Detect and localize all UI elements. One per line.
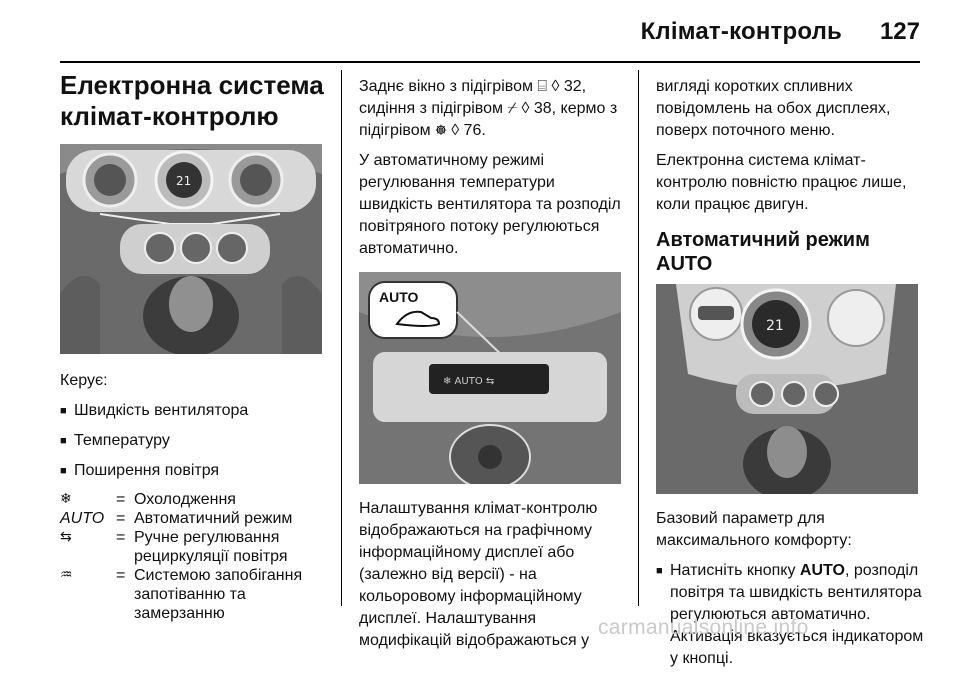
- legend-text: Охолодження: [134, 491, 236, 508]
- subsection-title: Автоматичний режим AUTO: [656, 229, 870, 275]
- legend-eq: =: [116, 510, 126, 527]
- list-item: Поширення повітря: [60, 460, 328, 482]
- legend-text: Системою запобігання запотіванню та заме…: [134, 567, 303, 622]
- rear-defrost-icon: ♒: [60, 567, 73, 583]
- auto-mode-paragraph: У автоматичному режимі регулювання темпе…: [359, 152, 621, 257]
- recirculation-icon: ⇆: [60, 529, 72, 545]
- snowflake-icon: ❄: [60, 491, 72, 507]
- section-title: Електронна система клімат-контролю: [60, 70, 328, 132]
- climate-display-photo: AUTO ❄ AUTO ⇆: [359, 272, 621, 484]
- auto-button-photo: 21: [656, 284, 918, 494]
- controls-label: Керує:: [60, 372, 108, 389]
- list-item: Швидкість вентилятора: [60, 400, 328, 422]
- header-rule: [60, 61, 920, 63]
- bullet-bold: AUTO: [799, 562, 845, 579]
- legend-row: ♒ = Системою запобігання запотіванню та …: [60, 566, 328, 623]
- page-title: Клімат-контроль: [640, 18, 842, 45]
- column-1: Електронна система клімат-контролю 21 Ке…: [60, 70, 328, 623]
- svg-text:21: 21: [176, 174, 191, 188]
- auto-instructions-list: Натисніть кнопку AUTO, розподіл повітря …: [656, 560, 926, 670]
- dashboard-controls-photo: 21: [60, 144, 322, 354]
- symbol-legend: ❄ = Охолодження AUTO = Автоматичний режи…: [60, 490, 328, 623]
- list-item: Натисніть кнопку AUTO, розподіл повітря …: [656, 560, 926, 670]
- legend-eq: =: [116, 491, 126, 508]
- bullet-suffix: , розподіл повітря та швидкість вентилят…: [670, 562, 924, 667]
- legend-row: ❄ = Охолодження: [60, 490, 328, 509]
- column-divider-1: [341, 70, 342, 606]
- svg-text:❄ AUTO ⇆: ❄ AUTO ⇆: [443, 376, 494, 387]
- section-title-line2: клімат-контролю: [60, 101, 279, 131]
- list-item: Температуру: [60, 430, 328, 452]
- section-title-line1: Електронна система: [60, 70, 324, 100]
- popup-paragraph: вигляді коротких спливних повідомлень на…: [656, 78, 891, 139]
- page-number: 127: [879, 18, 920, 45]
- display-settings-paragraph: Налаштування клімат-контролю відображают…: [359, 500, 598, 649]
- auto-icon: AUTO: [60, 510, 105, 527]
- svg-text:21: 21: [766, 318, 784, 334]
- legend-row: AUTO = Автоматичний режим: [60, 509, 328, 528]
- column-3: вигляді коротких спливних повідомлень на…: [656, 76, 926, 678]
- heated-items-paragraph: Заднє вікно з підігрівом ⌸ ◊ 32, сидіння…: [359, 78, 618, 139]
- legend-text: Ручне регулювання рециркуляції повітря: [134, 529, 288, 565]
- display-badge-text: AUTO: [379, 289, 419, 305]
- bullet-prefix: Натисніть кнопку: [670, 562, 800, 579]
- column-divider-2: [638, 70, 639, 606]
- legend-row: ⇆ = Ручне регулювання рециркуляції повіт…: [60, 528, 328, 566]
- comfort-paragraph: Базовий параметр для максимального комфо…: [656, 510, 852, 549]
- legend-text: Автоматичний режим: [134, 510, 293, 527]
- legend-eq: =: [116, 567, 126, 584]
- legend-eq: =: [116, 529, 126, 546]
- page-header: Клімат-контроль 127: [0, 0, 960, 63]
- controls-list: Швидкість вентилятора Температуру Пошире…: [60, 400, 328, 482]
- watermark: carmanualsonline.info: [598, 616, 809, 639]
- column-2: Заднє вікно з підігрівом ⌸ ◊ 32, сидіння…: [359, 76, 627, 660]
- engine-paragraph: Електронна система клімат-контролю повні…: [656, 152, 907, 213]
